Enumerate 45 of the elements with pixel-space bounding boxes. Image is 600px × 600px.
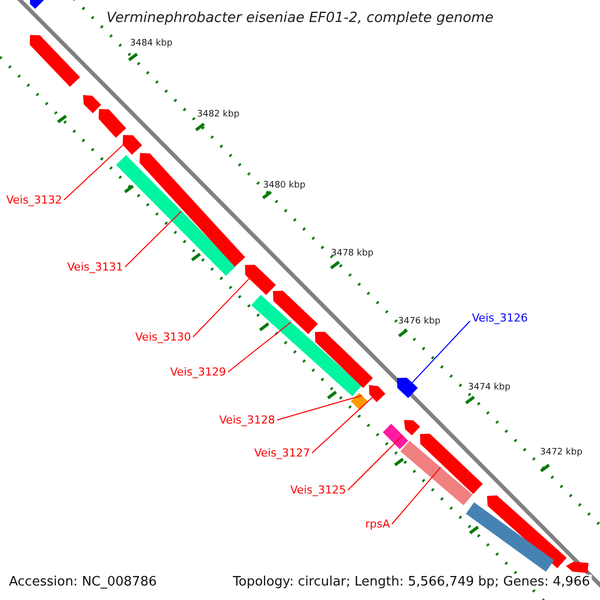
gene-label: Veis_3132 [6,194,62,206]
gene-label: Veis_3128 [219,414,275,426]
leader-line [402,320,470,394]
gene-feature [30,0,45,9]
gene-label: Veis_3131 [67,262,123,272]
leader-line [124,210,182,268]
leader-line [64,135,134,200]
scale-tick-label: 3482 kbp [197,110,240,120]
gene-feature [30,35,80,87]
gene-feature [397,378,418,398]
gene-feature [83,95,102,114]
gene-label: Veis_3129 [170,366,226,378]
leader-line [228,322,292,372]
leader-line [348,434,404,490]
leader-line [312,396,373,454]
gene-feature [487,495,567,568]
gene-label: Veis_3126 [472,312,528,324]
gene-label: Veis_3127 [254,448,310,458]
diagram-title: Verminephrobacter eiseniae EF01-2, complete genome [106,11,494,25]
gene-feature [404,420,420,436]
scale-tick-label: 3480 kbp [263,182,306,190]
scale-tick-label: 3478 kbp [331,250,374,258]
scale-tick-label: 3472 kbp [540,448,582,458]
gene-feature [400,440,473,506]
genome-summary-text: Topology: circular; Length: 5,566,749 bp; Genes: 4,966 [230,574,592,590]
gene-feature [251,294,362,396]
gene-feature [140,153,246,267]
leader-line [276,395,362,420]
gene-feature [466,502,554,572]
gene-label: Veis_3130 [135,332,191,342]
accession-text: Accession: NC_008786 [9,576,157,588]
gene-feature [420,434,483,494]
gene-feature [315,332,373,388]
scale-tick-label: 3474 kbp [468,384,510,392]
scale-tick-label: 3484 kbp [130,40,172,48]
gene-feature [273,290,318,334]
gene-feature [382,424,408,450]
leader-line [192,268,260,338]
gene-label: Veis_3125 [290,484,346,496]
gene-label: rpsA [365,518,390,530]
gene-feature [369,385,386,402]
leader-line [392,466,442,524]
gene-feature [350,392,368,410]
gene-feature [98,109,126,138]
scale-tick-label: 3476 kbp [398,318,440,326]
